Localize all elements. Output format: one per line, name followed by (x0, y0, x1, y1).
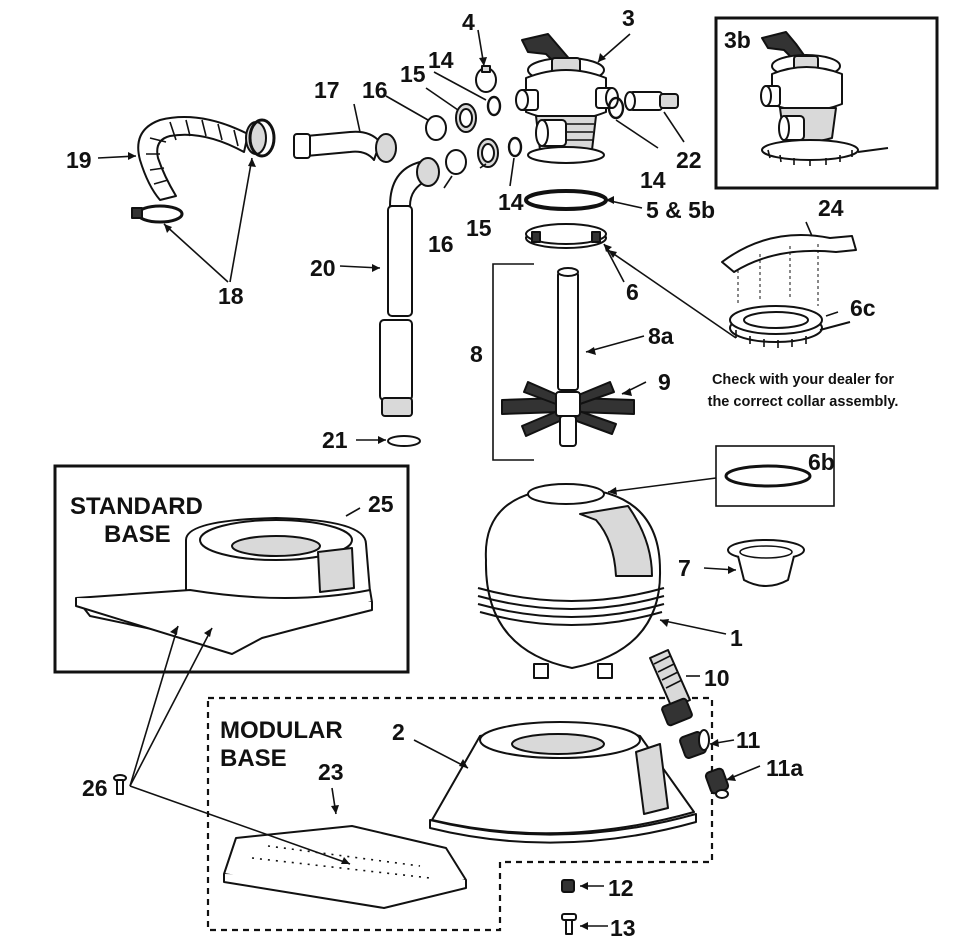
bolt-13 (561, 913, 577, 935)
modular-base-plate-23 (223, 825, 467, 909)
label-12: 12 (608, 875, 634, 901)
screw-26 (113, 774, 127, 795)
collar-tool-24 (721, 234, 857, 273)
label-3b: 3b (724, 27, 751, 53)
label-21: 21 (322, 427, 348, 453)
label-7: 7 (678, 555, 691, 581)
label-22: 22 (676, 147, 702, 173)
standard-base-25 (75, 517, 373, 655)
modular-base-title-line-2: BASE (220, 745, 287, 772)
assembly-8-bracket (492, 263, 534, 461)
label-8: 8 (470, 341, 483, 367)
collar-guide-lines (737, 244, 819, 306)
label-18: 18 (218, 283, 244, 309)
standard-base-frame (53, 464, 410, 674)
nut-12 (561, 879, 575, 893)
hose-20 (379, 157, 440, 417)
gasket-16-b (445, 149, 467, 175)
label-24: 24 (818, 195, 844, 221)
label-15-top: 15 (400, 61, 426, 87)
strainer-basket-7 (727, 539, 805, 587)
label-10: 10 (704, 665, 730, 691)
hose-adapter-22 (624, 91, 679, 111)
filter-tank-1 (477, 483, 665, 679)
label-13: 13 (610, 915, 636, 941)
label-14-bottom: 14 (498, 189, 524, 215)
elbow-hose-17 (293, 130, 397, 163)
hose-clamps-18 (131, 118, 276, 224)
o-ring-14-b (607, 96, 625, 120)
label-16-bottom: 16 (428, 231, 454, 257)
label-6b: 6b (808, 449, 835, 475)
modular-base-2 (429, 721, 697, 844)
lateral-assembly-8 (501, 267, 635, 447)
collar-ring-6c (729, 305, 851, 348)
standard-base-title-line-2: BASE (104, 521, 171, 548)
arrow-heads (128, 53, 736, 930)
valve-3b-inset-frame (714, 16, 939, 190)
washer-21 (387, 435, 421, 447)
label-9: 9 (658, 369, 671, 395)
collar-note-line-2: the correct collar assembly. (708, 394, 899, 410)
collar-note-line-1: Check with your dealer for (712, 372, 894, 388)
modular-base-title-line-1: MODULAR (220, 717, 343, 744)
label-6c: 6c (850, 295, 876, 321)
multiport-valve-3 (515, 33, 619, 164)
label-2: 2 (392, 719, 405, 745)
o-ring-14-a (486, 95, 502, 117)
label-19: 19 (66, 147, 92, 173)
label-14-right: 14 (640, 167, 666, 193)
drain-cap-11a (704, 767, 730, 799)
label-14-top: 14 (428, 47, 454, 73)
tank-gasket-6b (724, 464, 812, 488)
valve-o-ring-5 (524, 189, 608, 211)
label-16-top: 16 (362, 77, 388, 103)
label-26: 26 (82, 775, 108, 801)
label-6: 6 (626, 279, 639, 305)
label-3: 3 (622, 5, 635, 31)
pressure-gauge-4 (475, 65, 497, 93)
gasket-16-a (425, 115, 447, 141)
clamp-6 (525, 223, 607, 249)
label-23: 23 (318, 759, 344, 785)
label-8a: 8a (648, 323, 674, 349)
label-15-bottom: 15 (466, 215, 492, 241)
standard-base-title-line-1: STANDARD (70, 493, 203, 520)
label-25: 25 (368, 491, 394, 517)
multiport-valve-3b (760, 31, 889, 166)
label-17: 17 (314, 77, 340, 103)
union-15-b (477, 138, 499, 168)
label-20: 20 (310, 255, 336, 281)
modular-base-frame (206, 696, 714, 932)
label-11: 11 (736, 727, 761, 753)
gasket-6b-frame (715, 445, 835, 507)
union-15-a (455, 103, 477, 133)
label-1: 1 (730, 625, 743, 651)
label-11a: 11a (766, 755, 803, 781)
drain-plug-10 (649, 649, 693, 727)
drain-cap-11 (679, 729, 710, 759)
label-4: 4 (462, 9, 475, 35)
o-ring-14-c (507, 136, 523, 158)
label-5-5b: 5 & 5b (646, 197, 715, 223)
